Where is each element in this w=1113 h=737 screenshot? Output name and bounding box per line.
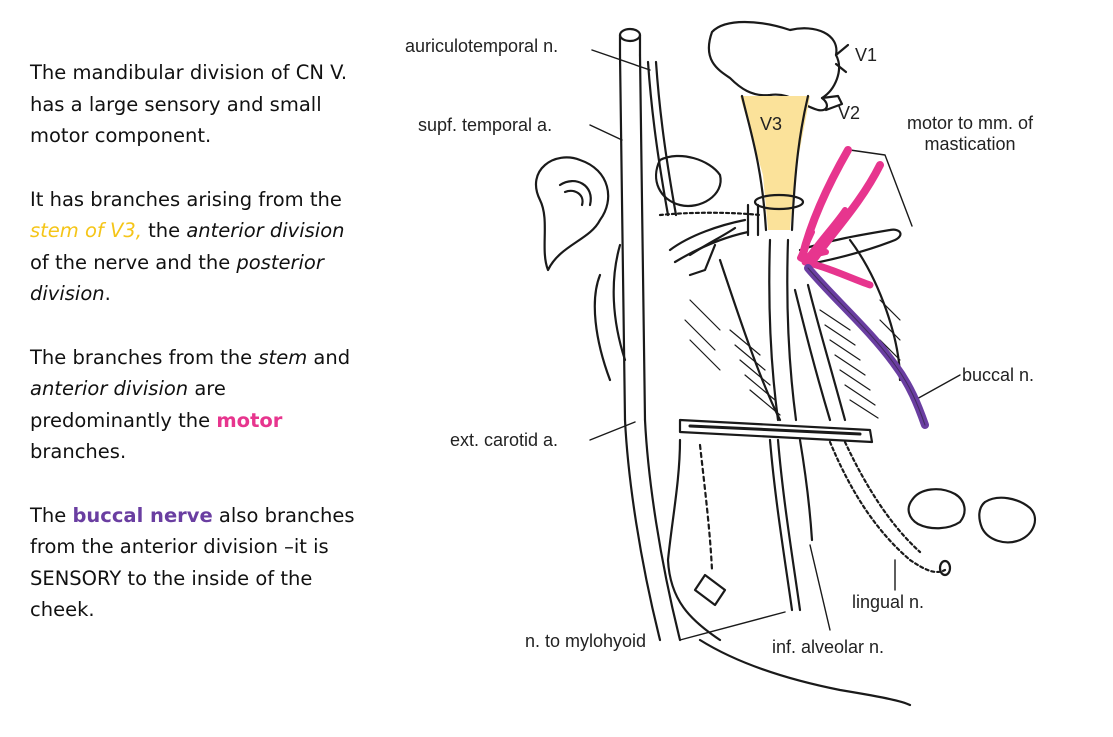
jaw-outline bbox=[698, 638, 912, 707]
stem-of-v3-highlight: stem of V3, bbox=[30, 219, 142, 242]
stem-text: stem bbox=[258, 345, 308, 369]
label-supf-temporal: supf. temporal a. bbox=[418, 115, 553, 135]
supf-temporal-artery-top bbox=[618, 27, 642, 43]
p2-text-b: the bbox=[141, 219, 187, 242]
chorda-tympani bbox=[658, 211, 762, 217]
label-motor-line-2: mastication bbox=[924, 134, 1016, 154]
muscle-hatching bbox=[684, 299, 901, 419]
label-auriculotemporal: auriculotemporal n. bbox=[405, 36, 559, 56]
leader-motor bbox=[849, 149, 913, 227]
paragraph-2: It has branches arising from the stem of… bbox=[30, 184, 360, 310]
superficial-temporal-artery bbox=[618, 53, 647, 422]
lower-vessel-left bbox=[666, 438, 722, 642]
ear-structure bbox=[534, 156, 610, 272]
mandible-ramus bbox=[593, 243, 627, 382]
buccal-nerve-highlight: buccal nerve bbox=[72, 503, 213, 527]
posterior-division-text: posterior division bbox=[30, 250, 324, 306]
label-motor-line-1: motor to mm. of bbox=[906, 113, 1034, 133]
molar-2 bbox=[978, 496, 1037, 544]
leader-mylohyoid bbox=[679, 611, 786, 641]
p3-text-b: and bbox=[307, 345, 351, 369]
masseteric-branch bbox=[798, 228, 902, 266]
p2-text-a: It has branches arising from the bbox=[30, 187, 342, 211]
v1-stub bbox=[834, 43, 850, 74]
v2-stub bbox=[820, 94, 844, 112]
motor-branches bbox=[797, 146, 884, 289]
p4-text-b: also branches from the anterior division… bbox=[30, 503, 355, 622]
p3-text-d: branches. bbox=[30, 440, 127, 463]
label-lingual: lingual n. bbox=[852, 592, 925, 612]
vessel-stub bbox=[693, 573, 727, 607]
label-v2: V2 bbox=[838, 103, 861, 123]
mandible-band bbox=[678, 418, 874, 444]
leader-inf-alveolar bbox=[809, 544, 831, 631]
v3-stem-right bbox=[790, 94, 810, 232]
p2-text-d: . bbox=[104, 282, 111, 305]
paragraph-1: The mandibular division of CN V. has a l… bbox=[30, 57, 360, 152]
motor-highlight: motor bbox=[216, 408, 283, 432]
label-mylohyoid: n. to mylohyoid bbox=[525, 631, 647, 651]
leader-supf-temporal bbox=[589, 124, 623, 141]
explanation-text: The mandibular division of CN V. has a l… bbox=[30, 57, 360, 626]
v3-stem-left bbox=[740, 94, 768, 232]
anterior-division-text: anterior division bbox=[186, 219, 345, 242]
mandibular-nerve-diagram bbox=[534, 20, 1037, 707]
lingual-nerve-upper bbox=[793, 283, 847, 422]
p4-text-a: The bbox=[30, 503, 73, 527]
label-buccal: buccal n. bbox=[962, 365, 1035, 385]
auriculotemporal-nerve bbox=[646, 60, 678, 217]
leader-buccal bbox=[914, 374, 961, 401]
paragraph-4: The buccal nerve also branches from the … bbox=[30, 500, 360, 626]
leader-ext-carotid bbox=[589, 421, 636, 441]
trigeminal-ganglion bbox=[707, 20, 841, 112]
nerve-ring bbox=[753, 193, 805, 211]
label-motor-to-mastication: motor to mm. of mastication bbox=[887, 113, 1053, 155]
anterior-division-text-2: anterior division bbox=[30, 377, 189, 400]
leader-auriculotemporal bbox=[591, 49, 651, 71]
lingual-nerve-lower bbox=[828, 440, 947, 574]
p2-text-c: of the nerve and the bbox=[30, 250, 237, 274]
molar-1 bbox=[907, 488, 966, 530]
maxillary-artery bbox=[668, 218, 750, 264]
mylohyoid-nerve bbox=[768, 438, 802, 612]
inf-alveolar-nerve bbox=[768, 238, 798, 422]
label-inf-alveolar: inf. alveolar n. bbox=[772, 637, 885, 657]
external-carotid-artery bbox=[623, 418, 682, 642]
p3-text-c: are predominantly the bbox=[30, 377, 226, 432]
condyle bbox=[655, 155, 722, 208]
label-ext-carotid: ext. carotid a. bbox=[450, 430, 559, 450]
p3-text-a: The branches from the bbox=[30, 345, 259, 369]
paragraph-3: The branches from the stem and anterior … bbox=[30, 342, 360, 468]
label-v1: V1 bbox=[855, 45, 878, 65]
inf-alveolar-lower bbox=[798, 438, 814, 542]
paragraph-1-text: The mandibular division of CN V. has a l… bbox=[30, 61, 348, 147]
label-v3: V3 bbox=[760, 114, 783, 134]
